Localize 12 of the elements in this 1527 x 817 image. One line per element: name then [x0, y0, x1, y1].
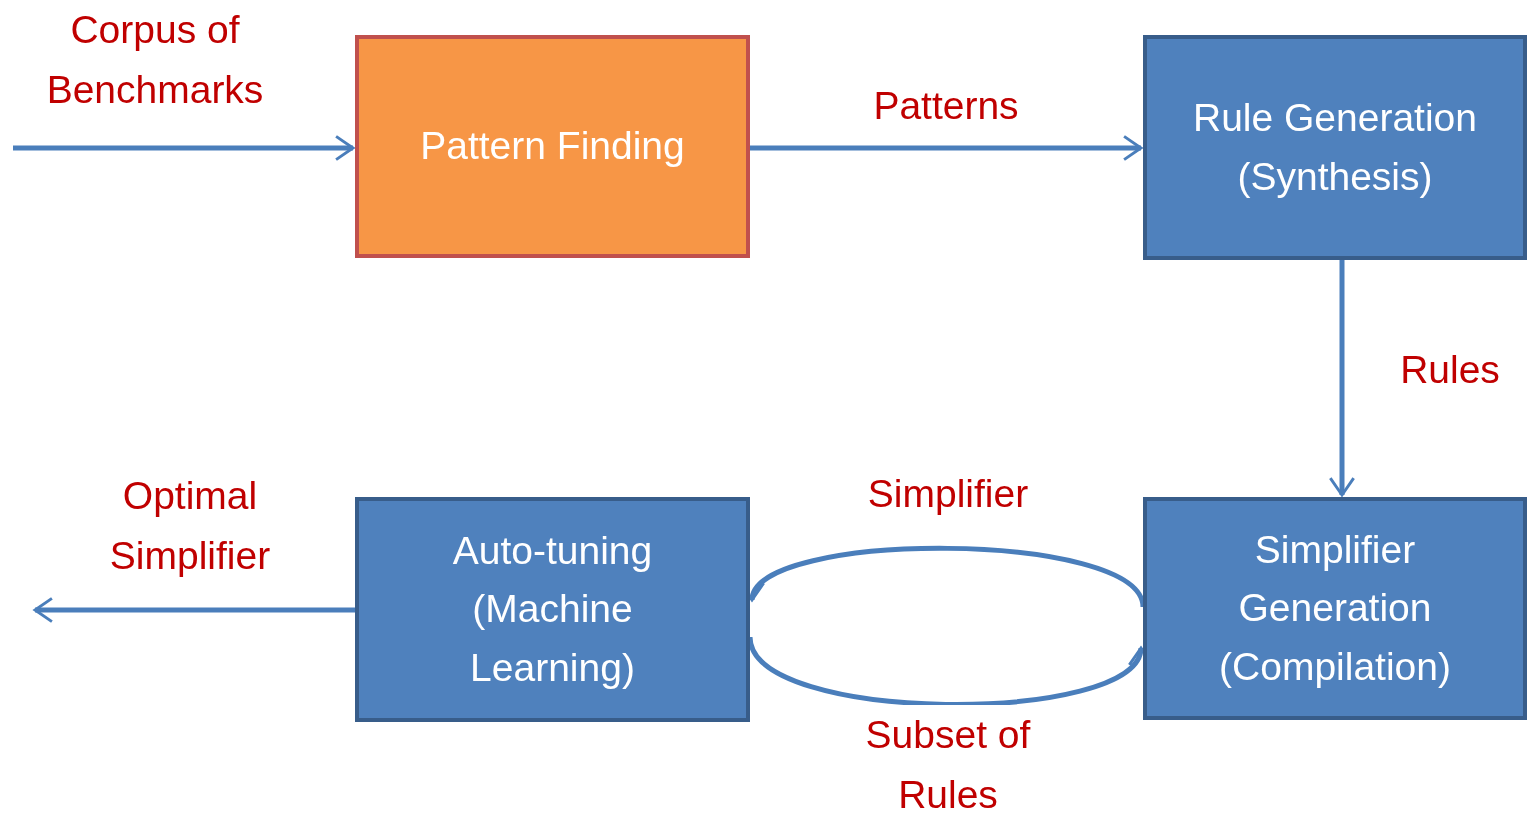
arrow: [750, 134, 1143, 162]
arrow: [1328, 260, 1356, 497]
process-box: [1143, 497, 1527, 720]
box-label: Rule Generation (Synthesis): [1192, 95, 1478, 200]
box-label: Pattern Finding: [419, 123, 686, 170]
process-box: [355, 497, 750, 722]
arrow: [13, 134, 355, 162]
box-label: Simplifier Generation (Compilation): [1218, 526, 1452, 690]
process-box: [1143, 35, 1527, 260]
box-label: Auto-tuning (Machine Learning): [451, 527, 654, 691]
process-box: [355, 35, 750, 258]
arrow: [33, 596, 355, 624]
